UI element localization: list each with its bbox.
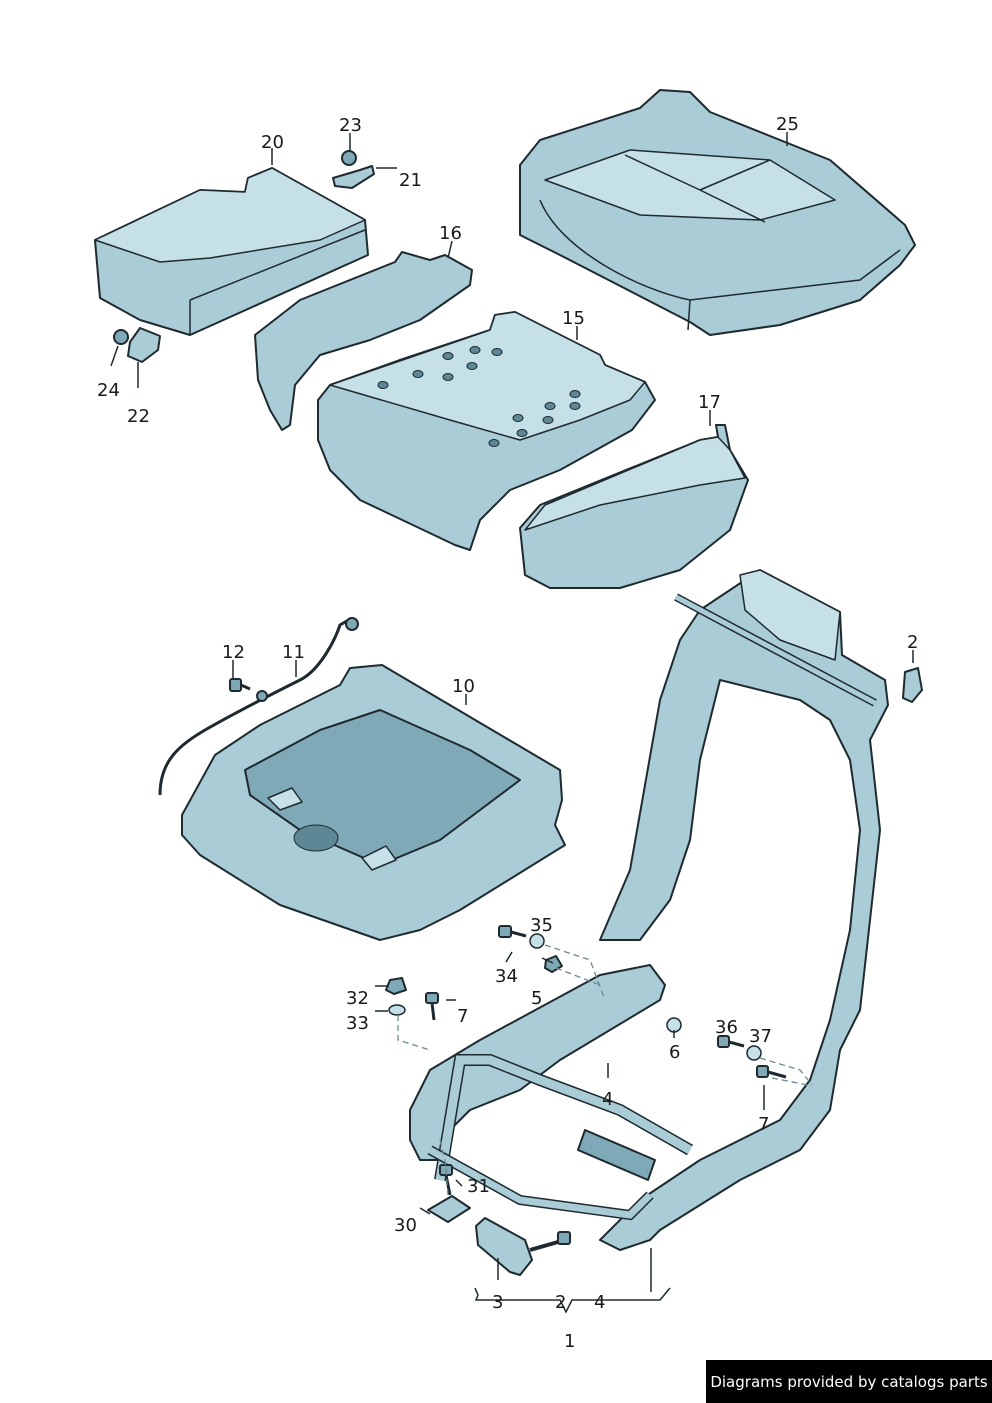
- label-part-32: 32: [346, 988, 369, 1009]
- label-part-7-right: 7: [758, 1114, 769, 1135]
- label-part-21: 21: [399, 170, 422, 191]
- label-part-31: 31: [467, 1176, 490, 1197]
- label-part-16: 16: [439, 223, 462, 244]
- side-bolster-part: [94, 167, 369, 336]
- credit-banner: Diagrams provided by catalogs parts: [706, 1360, 992, 1403]
- label-part-17: 17: [698, 392, 721, 413]
- label-part-24: 24: [97, 380, 120, 401]
- label-part-2-bottom: 2: [555, 1292, 566, 1313]
- seat-frame-part: [409, 569, 889, 1251]
- label-part-37: 37: [749, 1026, 772, 1047]
- label-part-25: 25: [776, 114, 799, 135]
- seat-pan-part: [181, 664, 566, 941]
- label-part-4-mid: 4: [602, 1089, 613, 1110]
- label-part-36: 36: [715, 1017, 738, 1038]
- clip-part: [113, 327, 161, 363]
- label-part-5: 5: [531, 988, 542, 1009]
- seat-cover-part: [519, 89, 916, 336]
- inner-side-panel-part: [254, 251, 473, 431]
- label-part-20: 20: [261, 132, 284, 153]
- label-part-33: 33: [346, 1013, 369, 1034]
- label-part-15: 15: [562, 308, 585, 329]
- label-part-6: 6: [669, 1042, 680, 1063]
- label-part-2-top: 2: [907, 632, 918, 653]
- label-part-34: 34: [495, 966, 518, 987]
- label-part-4-bottom: 4: [594, 1292, 605, 1313]
- cable-part: [158, 616, 359, 796]
- leader-lines: [110, 132, 914, 1314]
- label-part-7-left: 7: [457, 1006, 468, 1027]
- cushion-holes: [377, 346, 581, 447]
- cap-part: [902, 667, 923, 703]
- screw-part: [229, 678, 251, 692]
- part-number-labels: 25 20 23 21 16 15 24 17 22 2 12 11 10 35…: [97, 114, 918, 1352]
- label-part-1: 1: [564, 1331, 575, 1352]
- label-part-3: 3: [492, 1292, 503, 1313]
- front-pad-part: [519, 424, 749, 589]
- clip-part: [332, 150, 375, 189]
- seat-cushion-part: [317, 311, 656, 551]
- label-part-22: 22: [127, 406, 150, 427]
- motor-part: [475, 1217, 571, 1276]
- label-part-11: 11: [282, 642, 305, 663]
- label-part-30: 30: [394, 1215, 417, 1236]
- label-part-23: 23: [339, 115, 362, 136]
- label-part-12: 12: [222, 642, 245, 663]
- label-part-35: 35: [530, 915, 553, 936]
- label-part-10: 10: [452, 676, 475, 697]
- assembly-lines: [397, 944, 813, 1196]
